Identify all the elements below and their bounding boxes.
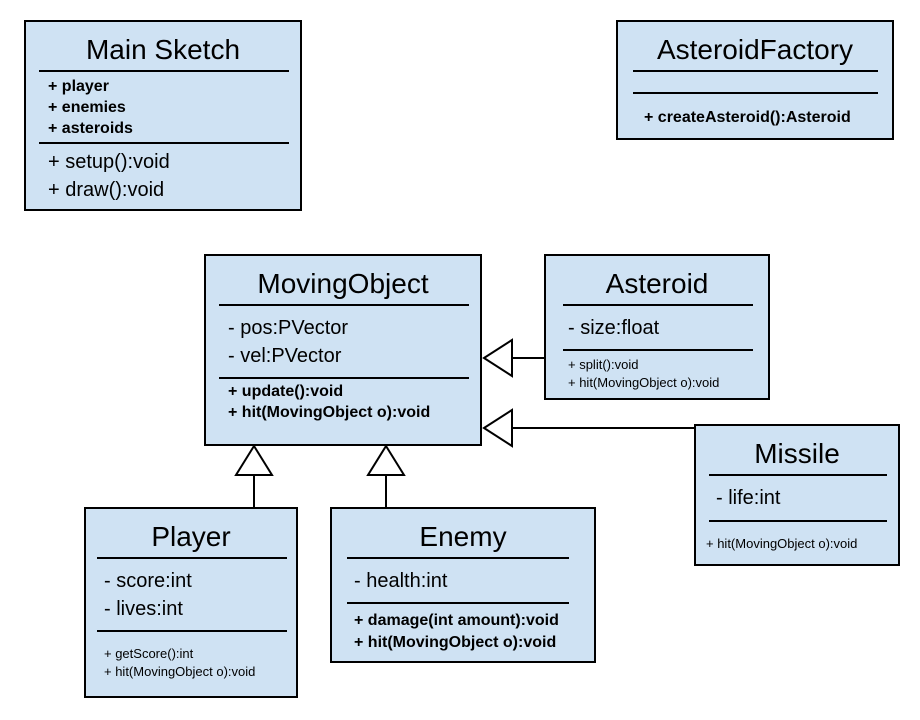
asteroid-factory-name-divider: [633, 70, 878, 72]
moving-object-attribute: - pos:PVector: [228, 317, 349, 339]
missile-class-name: Missile: [754, 438, 840, 469]
missile-class: Missile - life:int + hit(MovingObject o)…: [694, 424, 900, 566]
player-class-name: Player: [151, 521, 231, 552]
missile-generalization-arrow: [482, 408, 513, 448]
asteroid-class-name: Asteroid: [605, 268, 709, 299]
main-sketch-method: + draw():void: [48, 179, 165, 201]
asteroid-method: + hit(MovingObject o):void: [568, 375, 720, 390]
player-method: + getScore():int: [104, 646, 194, 661]
moving-object-attribute: - vel:PVector: [228, 345, 342, 367]
player-attribute: - score:int: [104, 570, 192, 592]
main-sketch-class-name: Main Sketch: [85, 34, 241, 65]
asteroid-method: + split():void: [568, 357, 639, 372]
main-sketch-attribute: + asteroids: [48, 120, 133, 137]
player-name-divider: [97, 557, 287, 559]
moving-object-class-name: MovingObject: [257, 268, 429, 299]
asteroid-factory-attribute-divider: [633, 92, 878, 94]
main-sketch-class: Main Sketch + player + enemies + asteroi…: [24, 20, 302, 211]
asteroid-class: Asteroid - size:float + split():void + h…: [544, 254, 770, 400]
enemy-class-name: Enemy: [419, 521, 507, 552]
asteroid-factory-class: AsteroidFactory + createAsteroid():Aster…: [616, 20, 894, 140]
enemy-method: + damage(int amount):void: [354, 612, 559, 629]
player-attribute: - lives:int: [104, 598, 183, 620]
moving-object-class: MovingObject - pos:PVector - vel:PVector…: [204, 254, 482, 446]
enemy-attribute: - health:int: [354, 570, 448, 592]
asteroid-factory-class-name: AsteroidFactory: [656, 34, 854, 65]
enemy-class: Enemy - health:int + damage(int amount):…: [330, 507, 596, 663]
player-generalization-arrow: [234, 444, 274, 476]
main-sketch-name-divider: [39, 70, 289, 72]
missile-method: + hit(MovingObject o):void: [706, 536, 858, 551]
missile-attribute: - life:int: [716, 487, 781, 509]
player-class: Player - score:int - lives:int + getScor…: [84, 507, 298, 698]
enemy-method: + hit(MovingObject o):void: [354, 634, 557, 651]
moving-object-name-divider: [219, 304, 469, 306]
moving-object-method: + update():void: [228, 383, 344, 400]
moving-object-method: + hit(MovingObject o):void: [228, 404, 431, 421]
main-sketch-attribute-divider: [39, 142, 289, 144]
player-method: + hit(MovingObject o):void: [104, 664, 256, 679]
missile-name-divider: [709, 474, 887, 476]
asteroid-factory-method: + createAsteroid():Asteroid: [644, 109, 851, 126]
asteroid-name-divider: [563, 304, 753, 306]
enemy-attribute-divider: [347, 602, 569, 604]
asteroid-generalization-arrow: [482, 338, 513, 378]
enemy-name-divider: [347, 557, 569, 559]
moving-object-attribute-divider: [219, 377, 469, 379]
missile-attribute-divider: [709, 520, 887, 522]
player-attribute-divider: [97, 630, 287, 632]
main-sketch-attribute: + enemies: [48, 99, 126, 116]
asteroid-attribute-divider: [563, 349, 753, 351]
asteroid-attribute: - size:float: [568, 317, 660, 339]
enemy-generalization-arrow: [366, 444, 406, 476]
main-sketch-attribute: + player: [48, 78, 109, 95]
main-sketch-method: + setup():void: [48, 151, 170, 173]
